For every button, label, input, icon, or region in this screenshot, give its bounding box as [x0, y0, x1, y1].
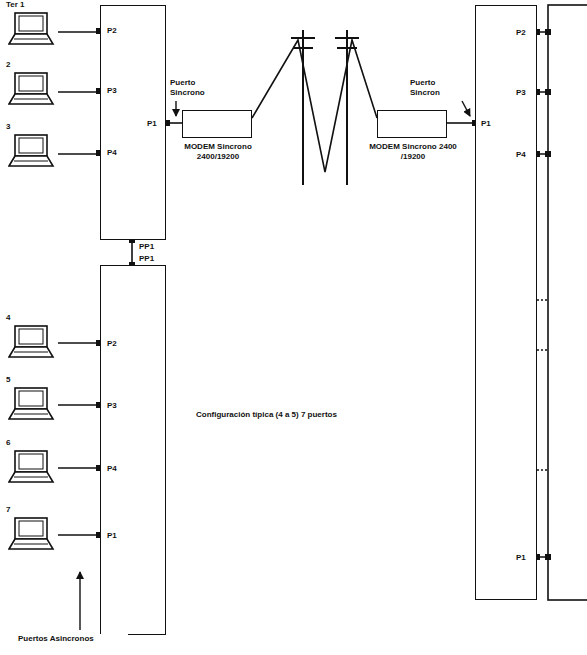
- port-label: P3: [107, 86, 117, 96]
- port-label: P3: [516, 88, 526, 98]
- callout-number: Ter 1: [6, 0, 25, 10]
- modem-box: MODEM Sincrono 2400 /19200: [377, 110, 447, 138]
- multiplexer-box: P2P3P4P1PP1: [100, 5, 166, 240]
- wire: [537, 300, 548, 470]
- annotation-label: Puerto Sincron: [410, 78, 462, 98]
- caption: Configuración típica (4 a 5) 7 puertos: [196, 410, 396, 420]
- leader-arrow: [175, 101, 176, 116]
- port-label: P3: [107, 401, 117, 411]
- port-label: P2: [516, 28, 526, 38]
- multiplexer-box: PP1P2P3P4P1: [100, 265, 166, 635]
- terminal-icon: [9, 135, 53, 166]
- box-label: MODEM Sincrono 2400 /19200: [364, 142, 462, 162]
- terminal-icon: [9, 451, 53, 482]
- port-label: P4: [107, 148, 117, 158]
- multiplexer-box: P1P2P3P4P1: [475, 5, 537, 600]
- connector-line: [58, 342, 100, 344]
- callout-number: 3: [6, 122, 10, 132]
- port-dot: [545, 151, 551, 157]
- port-dot: [545, 89, 551, 95]
- port-label: P1: [481, 119, 491, 129]
- port-label: PP1: [139, 254, 154, 264]
- port-label: PP1: [139, 242, 154, 252]
- connector-line: [58, 31, 100, 33]
- connector-line: [166, 122, 182, 124]
- port-dot: [545, 29, 551, 35]
- port-dot: [545, 554, 551, 560]
- port-label: P4: [107, 464, 117, 474]
- callout-number: 7: [6, 505, 10, 515]
- terminal: 3: [4, 122, 58, 168]
- connector-line: [58, 404, 100, 406]
- terminal: 4: [4, 313, 58, 359]
- terminal-icon: [9, 388, 53, 419]
- callout-number: 2: [6, 60, 10, 70]
- terminal-icon: [9, 73, 53, 104]
- port-label: P1: [516, 553, 526, 563]
- port-label: P2: [107, 339, 117, 349]
- modem-box: MODEM Sincrono 2400/19200: [182, 110, 252, 138]
- connector-line: [58, 153, 100, 155]
- terminal: 5: [4, 375, 58, 421]
- terminal-icon: [9, 326, 53, 357]
- callout-number: 4: [6, 313, 10, 323]
- connector-line: [447, 122, 475, 124]
- terminal-icon: [9, 13, 53, 44]
- remote-wires: [537, 32, 548, 557]
- box-label: MODEM Sincrono 2400/19200: [169, 142, 267, 162]
- terminal: 7: [4, 505, 58, 551]
- connector-line: [131, 240, 133, 265]
- connector-line: [58, 534, 100, 536]
- annotation-label: Puerto Sincrono: [170, 78, 218, 98]
- port-label: P1: [107, 531, 117, 541]
- leader-arrow: [79, 572, 80, 630]
- port-label: P1: [147, 119, 157, 129]
- connector-line: [252, 40, 377, 172]
- port-label: P2: [107, 26, 117, 36]
- wire: [537, 32, 548, 557]
- terminal: 6: [4, 438, 58, 484]
- leader-arrow: [462, 101, 470, 116]
- terminal: 2: [4, 60, 58, 106]
- callout-number: 5: [6, 375, 10, 385]
- connector-line: [58, 467, 100, 469]
- annotation-label: Puertos Asincronos: [18, 634, 128, 644]
- terminal-icons: [9, 13, 53, 549]
- terminal: Ter 1: [4, 0, 58, 46]
- terminal-icon: [9, 518, 53, 549]
- connector-line: [58, 91, 100, 93]
- remote-box: [548, 5, 587, 600]
- callout-number: 6: [6, 438, 10, 448]
- port-label: P4: [516, 150, 526, 160]
